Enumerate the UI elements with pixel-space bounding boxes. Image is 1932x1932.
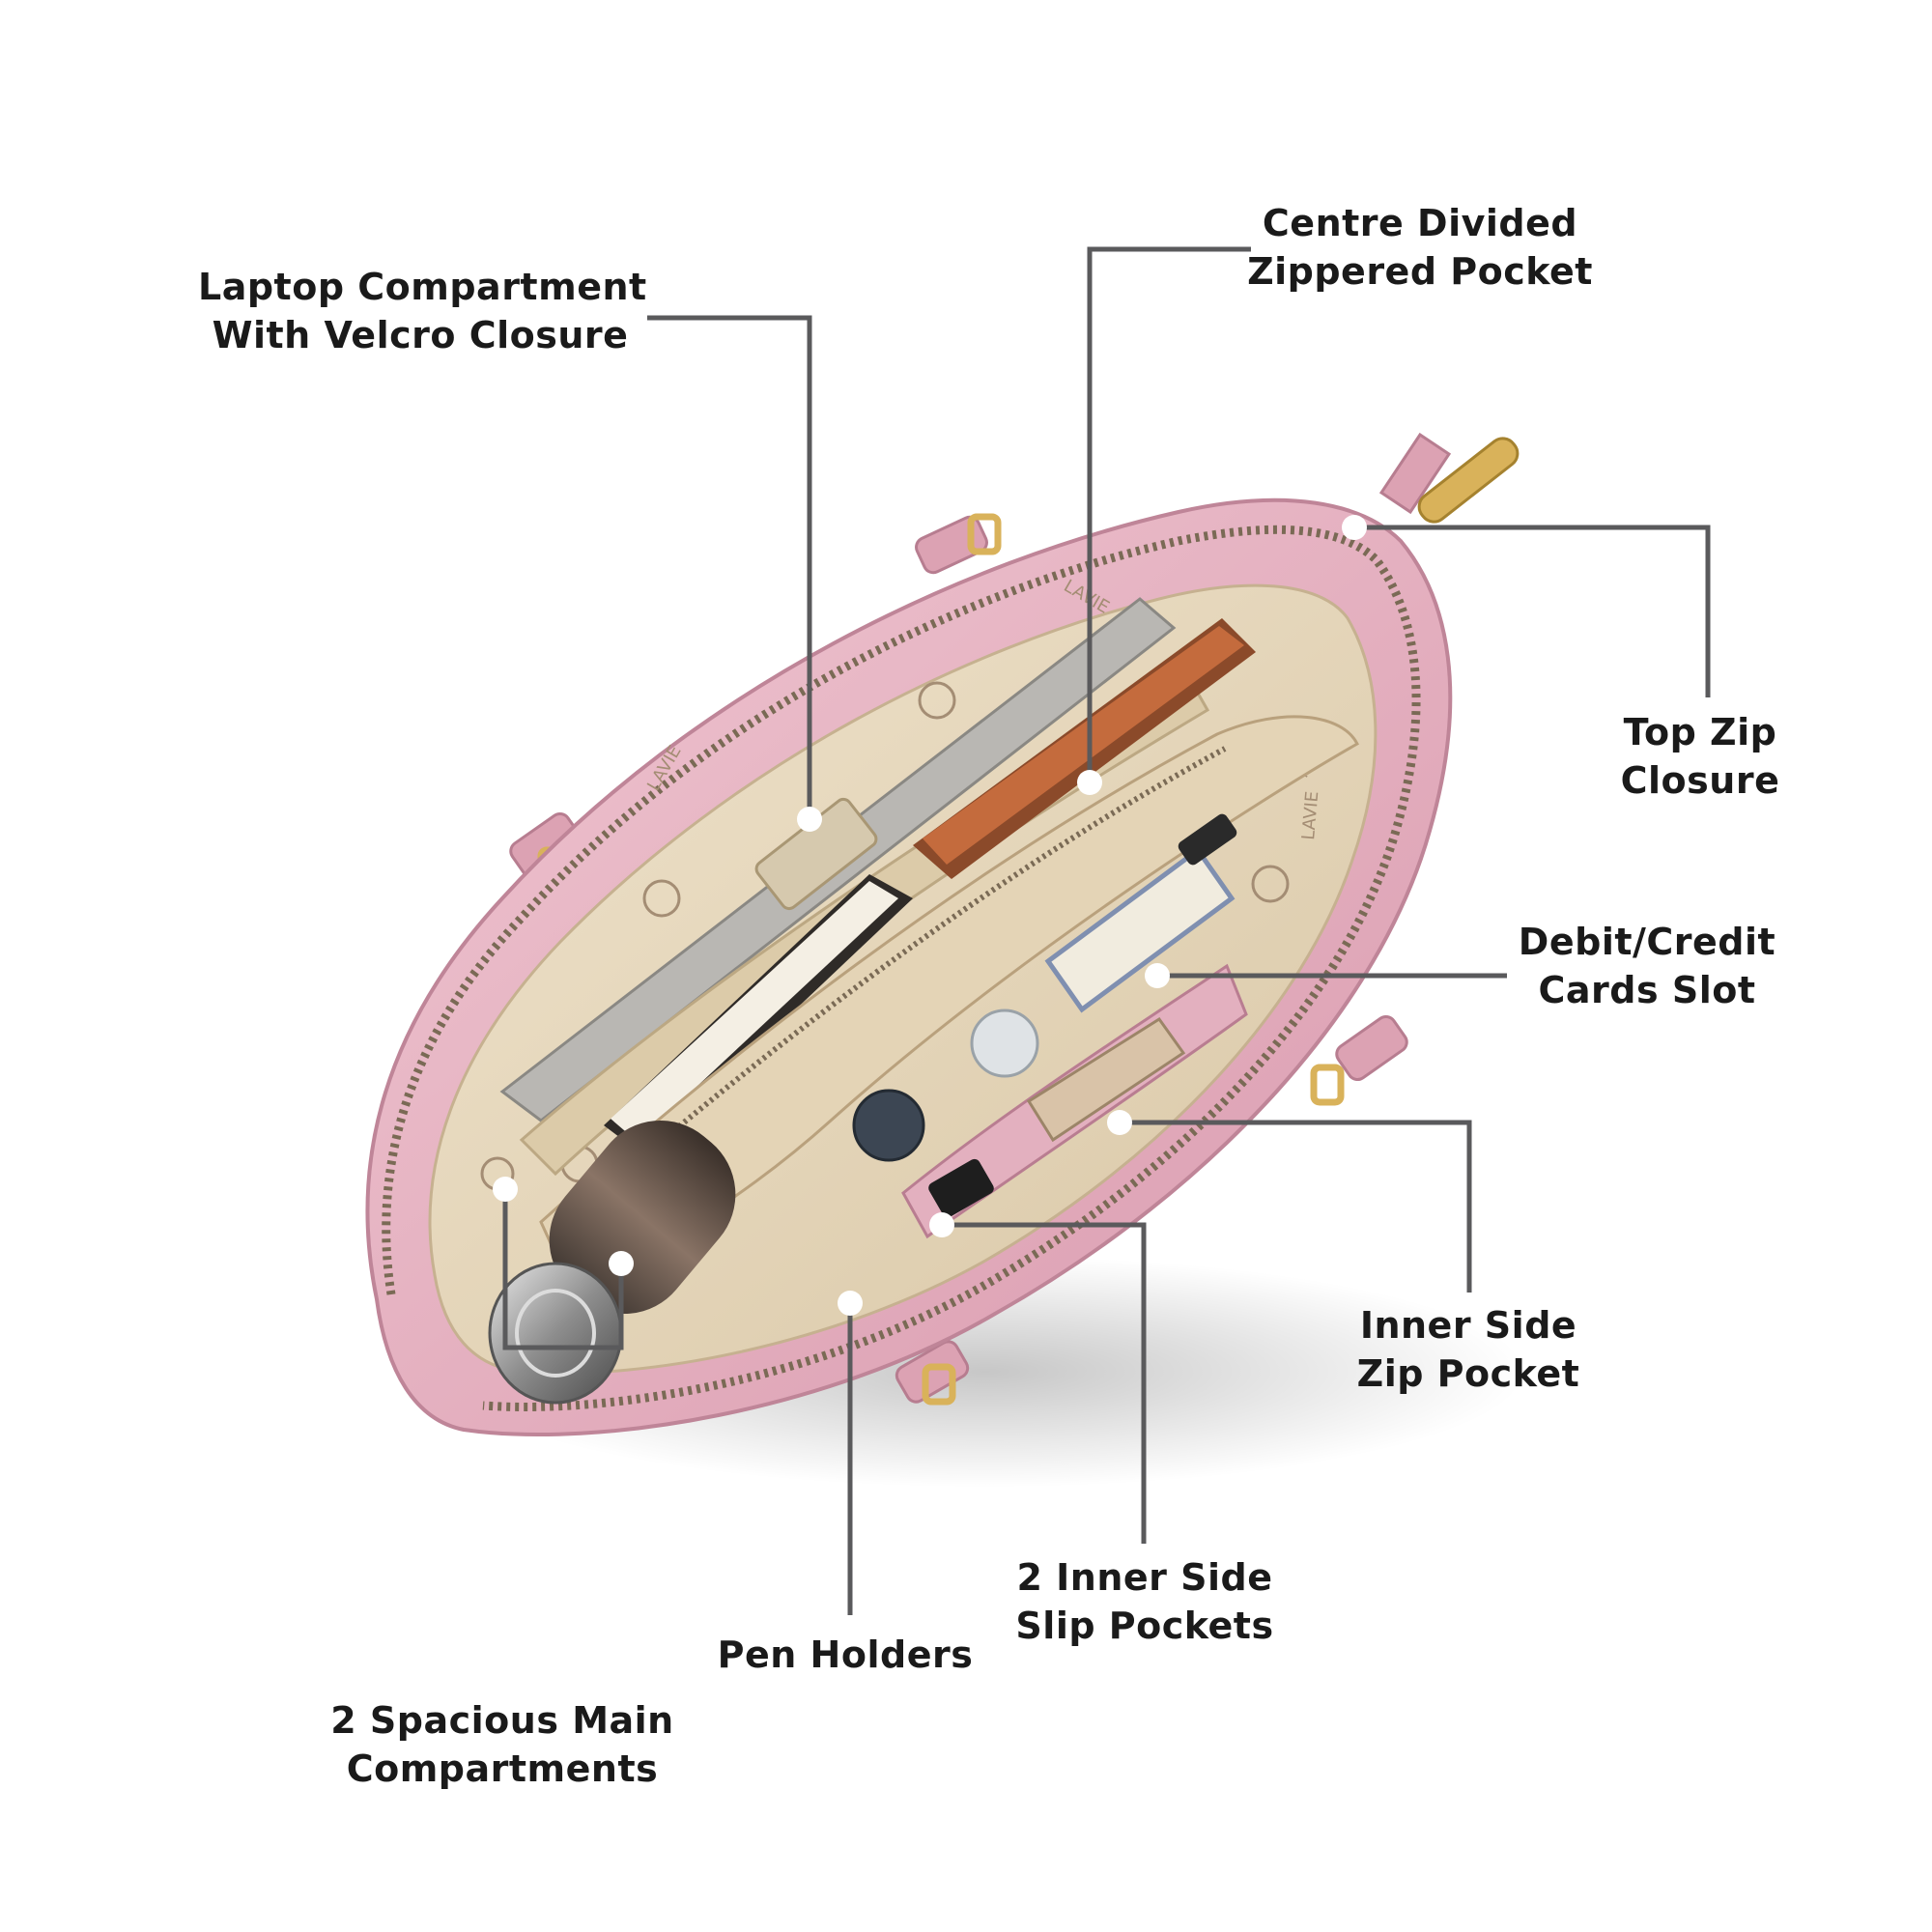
label-line: Debit/Credit xyxy=(1518,921,1776,963)
label-centre-divided-pocket: Centre Divided Zippered Pocket xyxy=(1246,199,1594,296)
leader-lines xyxy=(502,246,1711,1615)
dot-pen xyxy=(838,1291,863,1316)
zip-wallet xyxy=(1044,813,1237,1013)
phone xyxy=(1026,1016,1186,1143)
leader-centre xyxy=(1087,246,1251,782)
centre-pocket-panel xyxy=(539,715,1359,1277)
notebooks xyxy=(604,618,1256,1154)
label-line: Compartments xyxy=(346,1747,659,1790)
round-tin xyxy=(852,1089,925,1162)
label-main-compartments: 2 Spacious Main Compartments xyxy=(328,1696,676,1793)
label-line: Centre Divided xyxy=(1262,202,1578,244)
leader-topzip xyxy=(1354,525,1711,697)
dot-slip xyxy=(929,1212,954,1237)
label-top-zip-closure: Top Zip Closure xyxy=(1584,708,1816,805)
label-line: With Velcro Closure xyxy=(212,314,629,356)
dot-innerzip xyxy=(1107,1110,1132,1135)
label-line: Slip Pockets xyxy=(1015,1605,1274,1647)
label-pen-holders: Pen Holders xyxy=(705,1631,985,1679)
water-bottle xyxy=(488,1120,736,1405)
label-inner-slip-pockets: 2 Inner Side Slip Pockets xyxy=(1005,1553,1285,1650)
label-inner-side-zip-pocket: Inner Side Zip Pocket xyxy=(1338,1301,1599,1398)
label-line: Cards Slot xyxy=(1538,969,1756,1011)
leader-slip xyxy=(942,1222,1147,1544)
zip-pull xyxy=(1378,432,1520,524)
dot-cards xyxy=(1145,963,1170,988)
label-line: Top Zip xyxy=(1623,711,1777,753)
dot-main-1 xyxy=(493,1177,518,1202)
label-laptop-compartment: Laptop Compartment With Velcro Closure xyxy=(198,263,647,359)
dot-topzip xyxy=(1342,515,1367,540)
label-line: Closure xyxy=(1620,759,1780,802)
dot-main-2 xyxy=(609,1251,634,1276)
label-line: Zippered Pocket xyxy=(1247,250,1593,293)
label-line: Inner Side xyxy=(1359,1304,1577,1347)
dot-laptop xyxy=(797,807,822,832)
label-line: 2 Spacious Main xyxy=(330,1699,674,1742)
leader-innerzip xyxy=(1120,1120,1472,1293)
leader-main xyxy=(502,1189,624,1350)
label-line: Laptop Compartment xyxy=(198,266,647,308)
dot-centre xyxy=(1077,770,1102,795)
lipstick xyxy=(928,1158,994,1218)
label-line: Pen Holders xyxy=(717,1634,974,1676)
leader-laptop xyxy=(647,315,812,819)
label-line: 2 Inner Side xyxy=(1016,1556,1273,1599)
label-cards-slot: Debit/Credit Cards Slot xyxy=(1512,918,1782,1014)
perfume-bottle xyxy=(970,1009,1039,1078)
velcro-tab xyxy=(754,797,878,911)
svg-text:LAVIE: LAVIE xyxy=(1298,790,1322,840)
callout-dots xyxy=(493,515,1367,1316)
label-line: Zip Pocket xyxy=(1356,1352,1580,1395)
